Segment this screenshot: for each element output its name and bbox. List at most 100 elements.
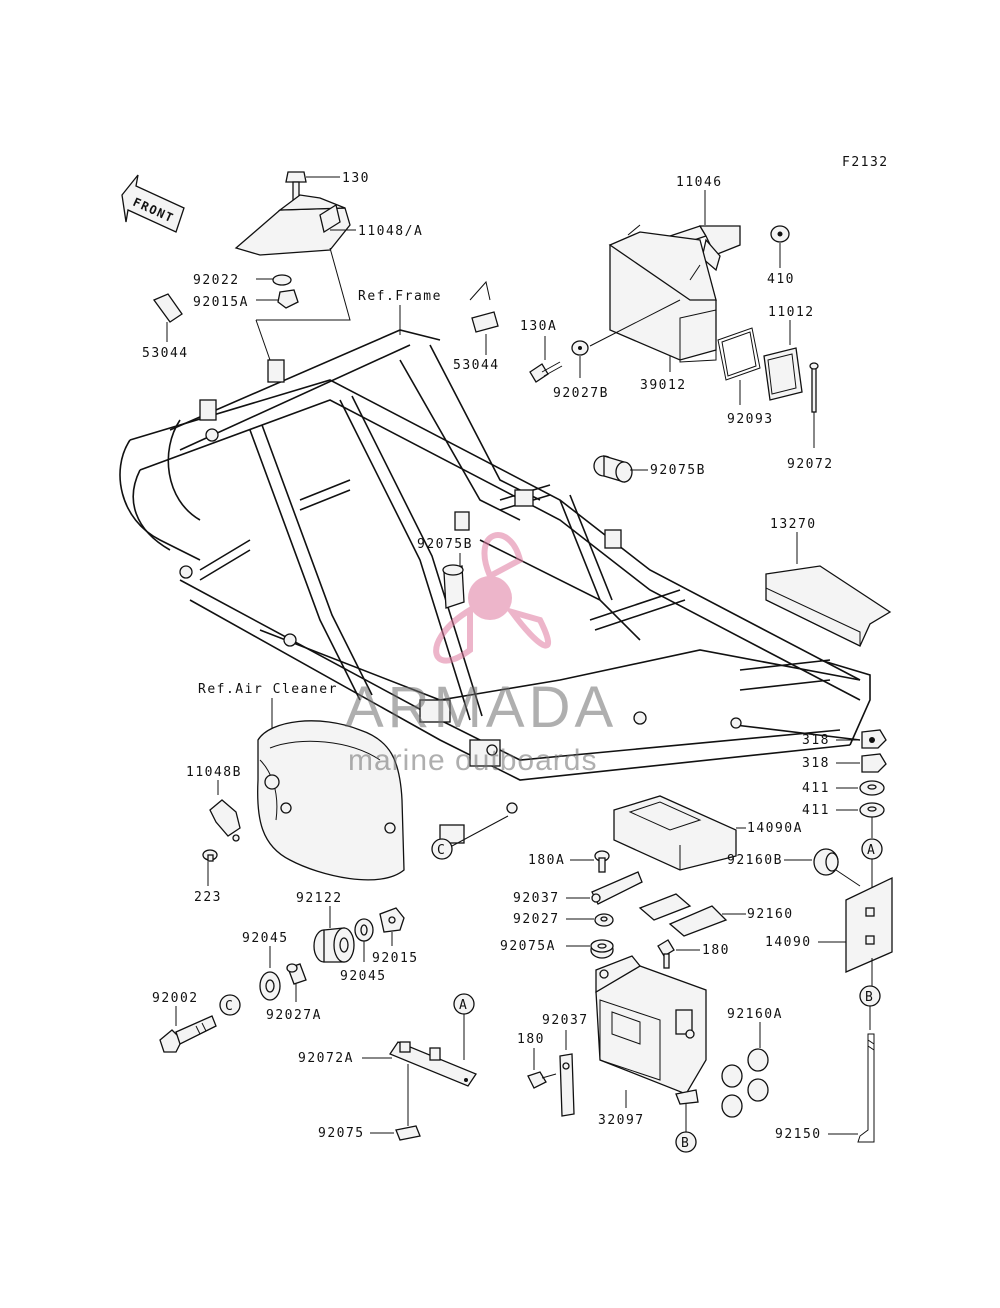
callout-a-bottom: A [453, 993, 475, 1015]
washer-410 [770, 225, 790, 243]
battery-box-32097 [595, 955, 707, 1105]
terminal-92037-top [591, 871, 643, 905]
collar-92045-left [259, 971, 281, 1001]
bolt-frame-c [506, 802, 518, 814]
label-130: 130 [342, 171, 370, 186]
label-130a: 130A [520, 319, 557, 334]
washer-411-b [859, 802, 885, 818]
label-92075a: 92075A [500, 939, 556, 954]
callout-a-right: A [861, 838, 883, 860]
watermark-tagline: marine outboards [348, 744, 597, 777]
ref-air-cleaner-label: Ref.Air Cleaner [198, 682, 338, 697]
label-13270: 13270 [770, 517, 817, 532]
label-92015a: 92015A [193, 295, 249, 310]
collar-92075a [590, 939, 614, 959]
callout-letter: C [437, 843, 446, 858]
watermark-logo [433, 532, 552, 664]
label-92160b: 92160B [727, 853, 783, 868]
rod-92150 [857, 1033, 875, 1143]
label-92122: 92122 [296, 891, 343, 906]
label-410: 410 [767, 272, 795, 287]
washer-92022 [272, 274, 292, 286]
callout-b-right: B [859, 985, 881, 1007]
callout-c-bottom: C [219, 994, 241, 1016]
label-92093: 92093 [727, 412, 774, 427]
ref-frame-label: Ref.Frame [358, 289, 442, 304]
label-411-a: 411 [802, 781, 830, 796]
label-14090a: 14090A [747, 821, 803, 836]
bracket-11048b [209, 799, 241, 842]
bolt-180-left [527, 1071, 557, 1089]
main-frame [119, 329, 871, 844]
plate-13270 [765, 565, 892, 647]
callout-letter: A [459, 998, 468, 1013]
callout-letter: C [225, 999, 234, 1014]
label-180a: 180A [528, 853, 565, 868]
label-92160: 92160 [747, 907, 794, 922]
label-180-left: 180 [517, 1032, 545, 1047]
label-14090: 14090 [765, 935, 812, 950]
gasket-92093 [717, 327, 761, 381]
label-318-b: 318 [802, 756, 830, 771]
cover-11012 [763, 347, 803, 401]
label-92075b-top: 92075B [650, 463, 706, 478]
terminal-92037-bot [559, 1053, 575, 1117]
collar-53044-right [471, 311, 499, 333]
mount-rubber-92122 [313, 927, 355, 963]
label-411-b: 411 [802, 803, 830, 818]
callout-letter: B [681, 1136, 690, 1151]
bracket-14090 [845, 876, 893, 973]
bracket-92072a [389, 1041, 477, 1087]
callout-letter: B [865, 990, 874, 1005]
label-92002: 92002 [152, 991, 199, 1006]
washer-411-a [859, 780, 885, 796]
watermark-propeller-icon [468, 576, 512, 620]
collar-92075b-top [593, 455, 633, 483]
label-92027a: 92027A [266, 1008, 322, 1023]
washer-92027b [571, 340, 589, 356]
label-92150: 92150 [775, 1127, 822, 1142]
case-39012 [608, 224, 717, 363]
label-318-a: 318 [802, 733, 830, 748]
label-223: 223 [194, 890, 222, 905]
label-92072a: 92072A [298, 1051, 354, 1066]
bolt-180a [594, 850, 610, 873]
label-92022: 92022 [193, 273, 240, 288]
label-11048b: 11048B [186, 765, 242, 780]
grommet-92160a [721, 1048, 769, 1118]
label-180-right: 180 [702, 943, 730, 958]
callout-letter: A [867, 843, 876, 858]
collar-92075b-mid [442, 564, 465, 609]
collar-53044-left [152, 293, 183, 323]
nut-318-a [861, 729, 887, 749]
label-92045-right: 92045 [340, 969, 387, 984]
collar-92027a [286, 963, 307, 985]
bolt-92002 [159, 1015, 217, 1053]
label-11048a: 11048/A [358, 224, 423, 239]
label-53044-left: 53044 [142, 346, 189, 361]
label-92075b-mid: 92075B [417, 537, 473, 552]
nut-92015 [379, 907, 405, 933]
label-32097: 32097 [598, 1113, 645, 1128]
figure-code: F2132 [842, 155, 889, 170]
callout-c-top: C [431, 838, 453, 860]
nut-318-b [861, 753, 887, 773]
label-39012: 39012 [640, 378, 687, 393]
nut-92015a [277, 289, 299, 309]
front-arrow-icon: FRONT [121, 174, 185, 233]
clip-92075 [395, 1125, 421, 1141]
label-11012: 11012 [768, 305, 815, 320]
grommet-92160b [813, 848, 839, 876]
pad-14090a [613, 795, 737, 871]
washer-92027 [594, 913, 614, 927]
watermark-brand: ARMADA [345, 675, 617, 740]
label-92027: 92027 [513, 912, 560, 927]
label-53044-right: 53044 [453, 358, 500, 373]
screw-223 [202, 849, 218, 862]
label-92045-left: 92045 [242, 931, 289, 946]
label-92072: 92072 [787, 457, 834, 472]
collar-92045-right [354, 918, 374, 942]
label-92037-bot: 92037 [542, 1013, 589, 1028]
air-cleaner-housing [257, 720, 405, 881]
